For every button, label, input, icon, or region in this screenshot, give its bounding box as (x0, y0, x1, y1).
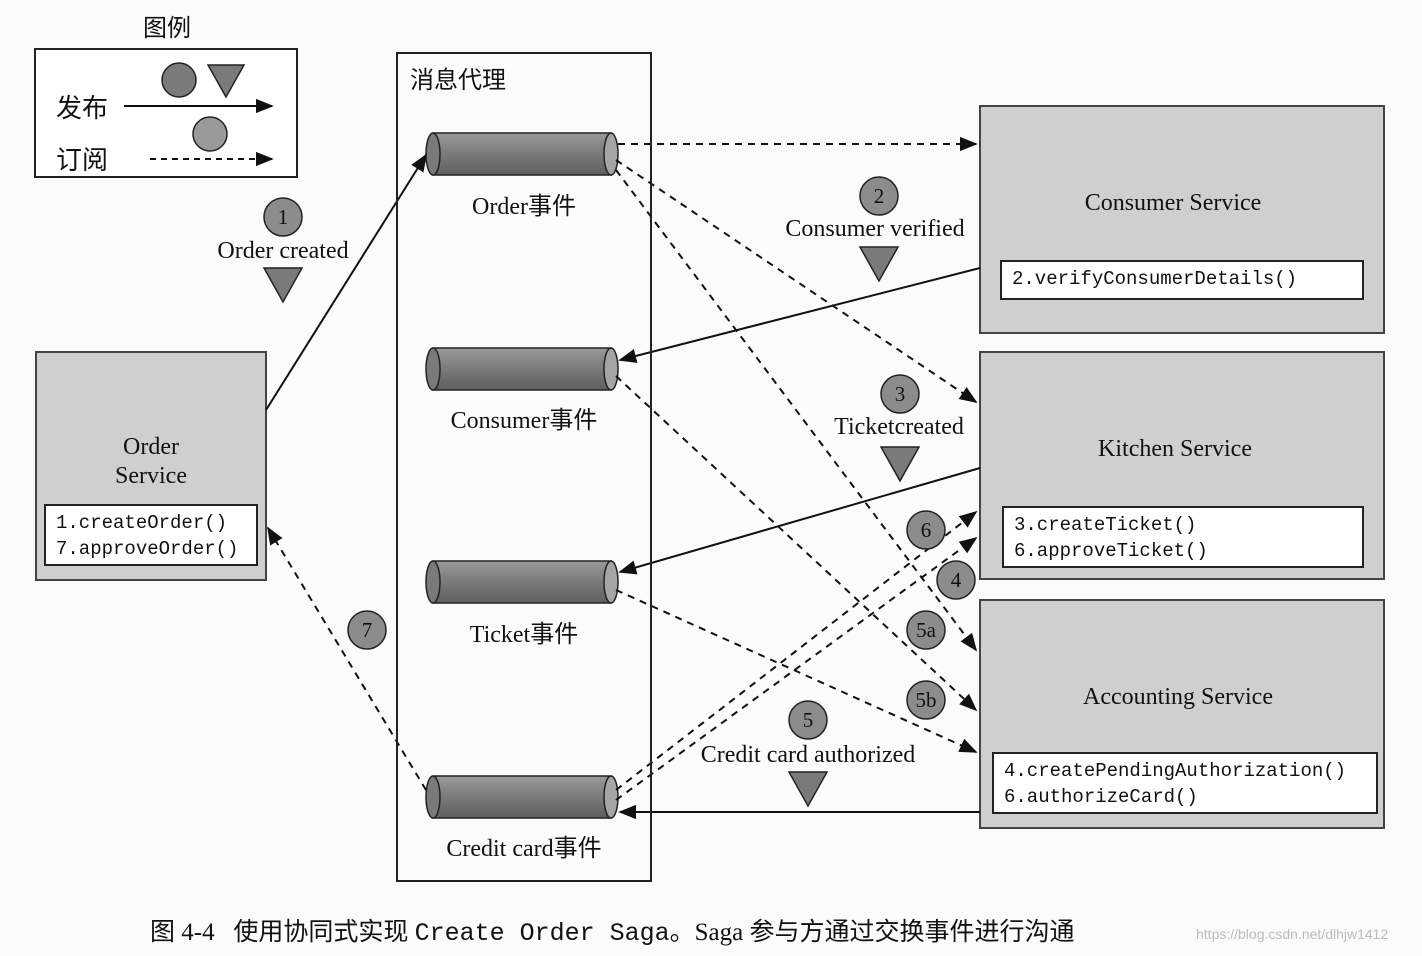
step-6: 6 (920, 518, 932, 542)
kitchen-service: Kitchen Service 3.createTicket() 6.appro… (980, 352, 1384, 579)
method-create-ticket: 3.createTicket() (1014, 514, 1197, 536)
channel-label-consumer: Consumer事件 (450, 408, 598, 434)
step-1: 1 (277, 205, 289, 229)
message-broker (396, 52, 652, 882)
accounting-service-name: Accounting Service (1083, 684, 1273, 710)
method-verify-consumer: 2.verifyConsumerDetails() (1012, 268, 1298, 290)
step-2: 2 (873, 184, 885, 208)
figure-caption: 图 4-4 使用协同式实现 Create Order Saga。Saga 参与方… (150, 912, 1074, 948)
method-create-pending-authorization: 4.createPendingAuthorization() (1004, 760, 1347, 782)
method-approve-ticket: 6.approveTicket() (1014, 540, 1208, 562)
legend-subscribe-label: 订阅 (56, 146, 109, 175)
caption-suffix: 。Saga 参与方通过交换事件进行沟通 (669, 919, 1075, 946)
step-4: 4 (950, 568, 962, 592)
method-create-order: 1.createOrder() (56, 512, 228, 534)
order-service-name-line2: Service (115, 463, 187, 489)
consumer-service-methods: 2.verifyConsumerDetails() (1000, 260, 1364, 300)
accounting-service: Accounting Service 4.createPendingAuthor… (980, 600, 1384, 828)
channel-label-creditcard: Credit card事件 (446, 836, 602, 862)
step-7: 7 (361, 618, 373, 642)
watermark: https://blog.csdn.net/dlhjw1412 (1196, 926, 1389, 942)
ticket-events-cylinder (425, 560, 619, 604)
event-credit-card-authorized: Credit card authorized (700, 742, 916, 768)
order-service-methods: 1.createOrder() 7.approveOrder() (44, 504, 258, 566)
caption-code: Create Order Saga (414, 919, 670, 948)
step-5b: 5b (915, 688, 937, 712)
step-5a: 5a (916, 618, 936, 642)
broker-title: 消息代理 (410, 68, 506, 94)
subscribe-arrows (267, 136, 978, 801)
order-events-cylinder (425, 132, 619, 176)
caption-prefix: 图 4-4 使用协同式实现 (150, 919, 415, 946)
channel-label-ticket: Ticket事件 (469, 622, 579, 648)
consumer-service-name: Consumer Service (1084, 190, 1262, 216)
order-service: Order Service 1.createOrder() 7.approveO… (36, 352, 266, 580)
event-triangles (262, 246, 921, 808)
event-order-created: Order created (217, 238, 349, 264)
creditcard-events-cylinder (425, 775, 619, 819)
channel-cylinders (425, 132, 619, 819)
accounting-service-methods: 4.createPendingAuthorization() 6.authori… (992, 752, 1378, 814)
kitchen-service-methods: 3.createTicket() 6.approveTicket() (1002, 506, 1364, 568)
consumer-service: Consumer Service 2.verifyConsumerDetails… (980, 106, 1384, 333)
publish-arrows (265, 153, 981, 820)
kitchen-service-name: Kitchen Service (1098, 436, 1252, 462)
step-5: 5 (802, 708, 814, 732)
method-approve-order: 7.approveOrder() (56, 538, 239, 560)
event-ticket-created: Ticketcreated (834, 414, 964, 440)
method-authorize-card: 6.authorizeCard() (1004, 786, 1198, 808)
consumer-events-cylinder (425, 347, 619, 391)
legend-title: 图例 (143, 16, 191, 42)
order-service-name-line1: Order (123, 434, 179, 460)
step-circles (263, 176, 976, 740)
step-3: 3 (894, 382, 906, 406)
event-consumer-verified: Consumer verified (785, 216, 965, 242)
channel-label-order: Order事件 (472, 194, 576, 220)
legend-publish-label: 发布 (56, 94, 109, 123)
